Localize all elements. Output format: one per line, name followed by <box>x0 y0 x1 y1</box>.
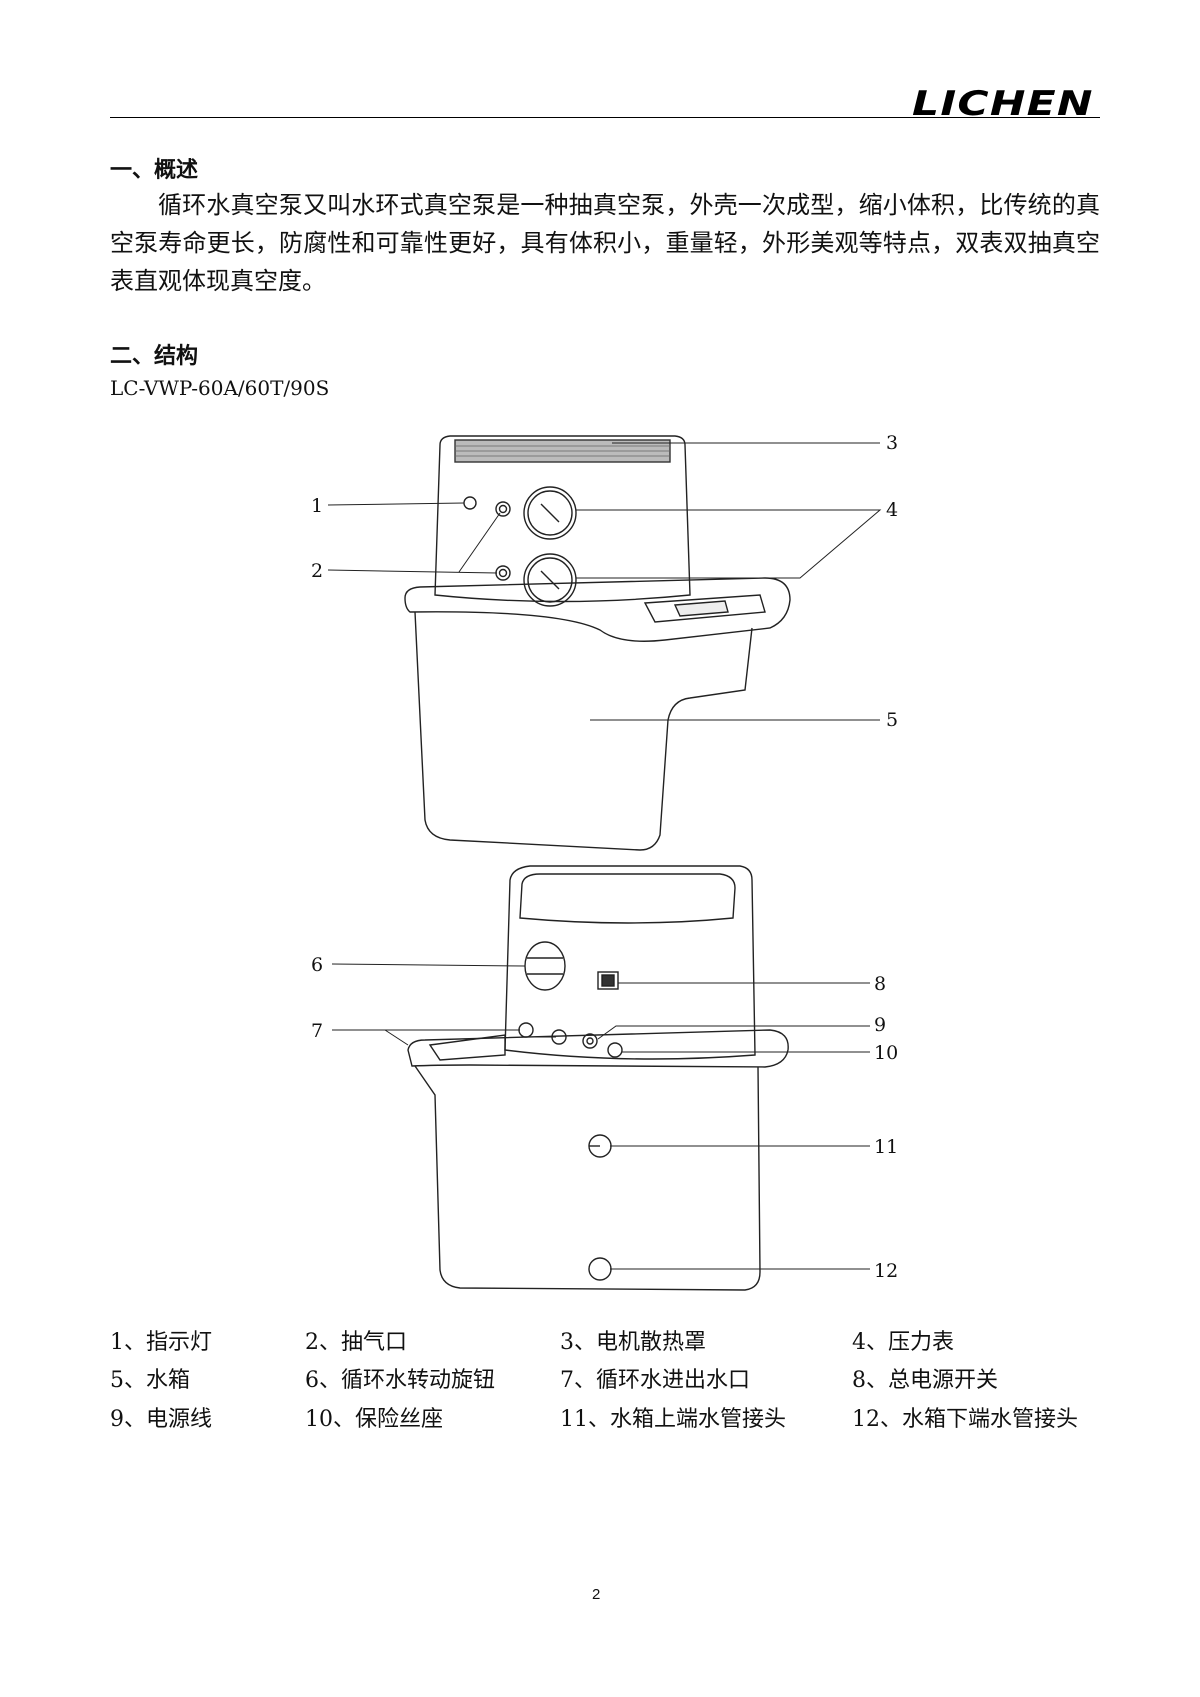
legend-item: 7、循环水进出水口 <box>560 1368 750 1393</box>
legend-item: 9、电源线 <box>110 1407 212 1432</box>
legend-item: 12、水箱下端水管接头 <box>852 1407 1078 1432</box>
lower-pump-drawing <box>407 865 789 1291</box>
callout-11: 11 <box>874 1136 898 1158</box>
legend-item: 10、保险丝座 <box>305 1407 443 1432</box>
callout-3: 3 <box>886 432 898 454</box>
leader-lines <box>327 442 882 1270</box>
callout-12: 12 <box>874 1260 898 1282</box>
upper-pump-drawing <box>404 435 791 851</box>
model-number: LC-VWP-60A/60T/90S <box>110 376 330 400</box>
legend-item: 3、电机散热罩 <box>560 1330 706 1355</box>
header-rule <box>110 117 1100 118</box>
callout-2: 2 <box>311 560 323 582</box>
callout-6: 6 <box>311 954 323 976</box>
callout-4: 4 <box>886 499 898 521</box>
callout-7: 7 <box>311 1020 323 1042</box>
callout-numbers: 1 2 3 4 5 6 7 8 9 10 11 12 <box>311 432 898 1282</box>
section-heading-structure: 二、结构 <box>110 344 199 369</box>
legend-item: 1、指示灯 <box>110 1330 212 1355</box>
legend-item: 6、循环水转动旋钮 <box>305 1368 495 1393</box>
overview-paragraph: 循环水真空泵又叫水环式真空泵是一种抽真空泵，外壳一次成型，缩小体积，比传统的真空… <box>110 191 1100 295</box>
callout-9: 9 <box>874 1014 886 1036</box>
legend-item: 11、水箱上端水管接头 <box>560 1407 786 1432</box>
callout-5: 5 <box>886 709 898 731</box>
callout-1: 1 <box>311 495 323 517</box>
legend-item: 4、压力表 <box>852 1330 954 1355</box>
section-heading-overview: 一、概述 <box>110 158 199 183</box>
legend-item: 5、水箱 <box>110 1368 190 1393</box>
callout-10: 10 <box>874 1042 898 1064</box>
legend-item: 2、抽气口 <box>305 1330 407 1355</box>
page-number: 2 <box>592 1586 601 1603</box>
legend-item: 8、总电源开关 <box>852 1368 998 1393</box>
callout-8: 8 <box>874 973 886 995</box>
